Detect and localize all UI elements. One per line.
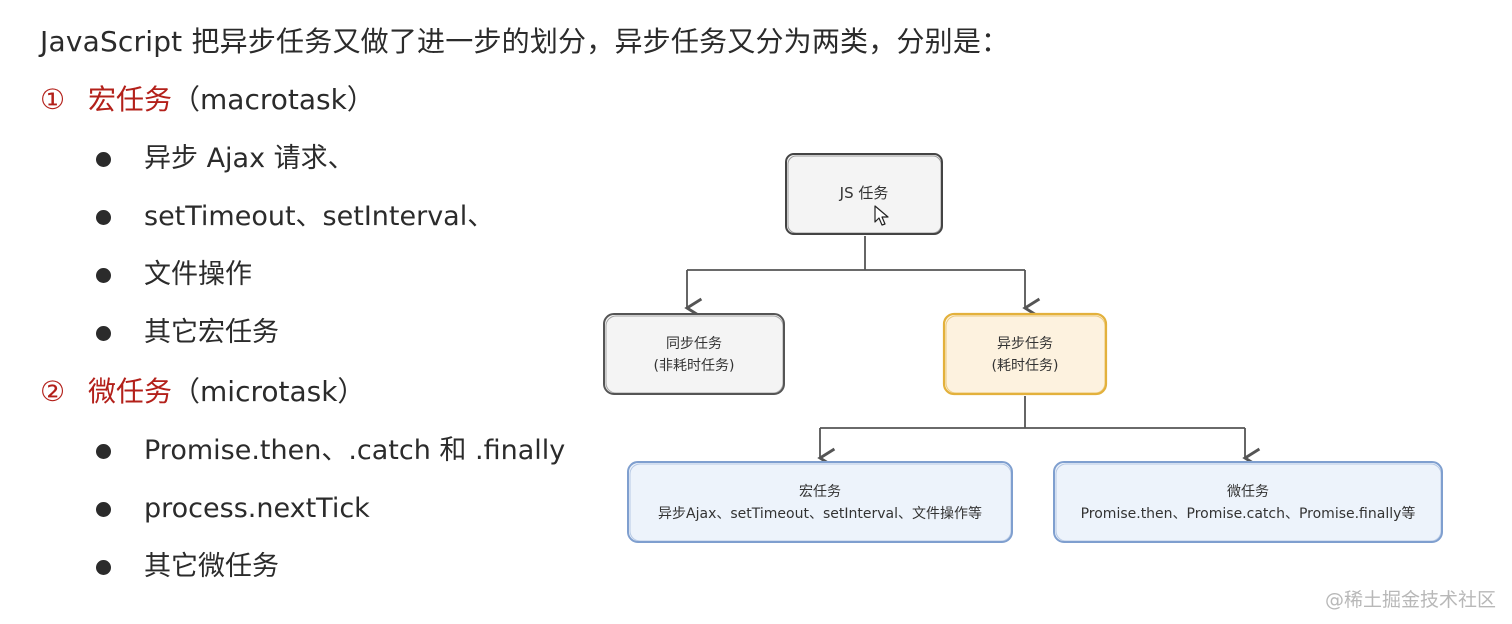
bullet-dot-icon bbox=[96, 560, 111, 575]
sync-label-1: 同步任务 bbox=[666, 336, 722, 352]
macro-item-text: 异步 Ajax 请求、 bbox=[144, 143, 355, 174]
microtask-label-2: Promise.then、Promise.catch、Promise.final… bbox=[1081, 505, 1416, 522]
micro-label: 微任务 bbox=[88, 375, 173, 408]
macro-sub: （macrotask） bbox=[172, 83, 375, 116]
microtask-label-1: 微任务 bbox=[1227, 484, 1269, 500]
macro-heading: ① 宏任务（macrotask） bbox=[40, 80, 375, 120]
micro-sub: （microtask） bbox=[172, 375, 366, 408]
root-connector bbox=[684, 236, 1041, 319]
async-label-2: (耗时任务) bbox=[992, 358, 1059, 374]
macro-item: 异步 Ajax 请求、 bbox=[96, 139, 556, 179]
macro-item: 文件操作 bbox=[96, 255, 556, 295]
macro-label: 宏任务 bbox=[88, 83, 173, 116]
macrotask-label-2: 异步Ajax、setTimeout、setInterval、文件操作等 bbox=[658, 505, 982, 522]
micro-item-text: 其它微任务 bbox=[144, 551, 279, 582]
micro-item-text: Promise.then、.catch 和 .finally bbox=[144, 435, 566, 466]
bullet-dot-icon bbox=[96, 268, 111, 283]
async-label-1: 异步任务 bbox=[997, 336, 1053, 352]
bullet-dot-icon bbox=[96, 326, 111, 341]
async-connector bbox=[817, 396, 1261, 469]
micro-item-text: process.nextTick bbox=[144, 493, 370, 524]
bullet-dot-icon bbox=[96, 210, 111, 225]
root-label: JS 任务 bbox=[839, 184, 889, 202]
sync-label-2: (非耗时任务) bbox=[654, 358, 735, 374]
microtask-node: 微任务 Promise.then、Promise.catch、Promise.f… bbox=[1053, 461, 1443, 543]
micro-item: 其它微任务 bbox=[96, 547, 556, 587]
macro-item: 其它宏任务 bbox=[96, 313, 556, 353]
mouse-cursor-icon bbox=[874, 205, 889, 226]
micro-heading: ② 微任务（microtask） bbox=[40, 372, 365, 412]
bullet-dot-icon bbox=[96, 152, 111, 167]
micro-item: process.nextTick bbox=[96, 489, 556, 529]
macro-item-text: 文件操作 bbox=[144, 259, 252, 290]
macro-item-text: 其它宏任务 bbox=[144, 317, 279, 348]
intro-text: JavaScript 把异步任务又做了进一步的划分，异步任务又分为两类，分别是： bbox=[40, 25, 1010, 58]
bullet-dot-icon bbox=[96, 502, 111, 517]
root-node: JS 任务 bbox=[785, 153, 943, 235]
sync-node: 同步任务 (非耗时任务) bbox=[603, 313, 785, 395]
task-tree-diagram: JS 任务 同步任务 (非耗时任务) 异步任务 (耗时任务) 宏任务 异步Aja… bbox=[603, 153, 1443, 543]
macro-item: setTimeout、setInterval、 bbox=[96, 197, 556, 237]
macrotask-node: 宏任务 异步Ajax、setTimeout、setInterval、文件操作等 bbox=[627, 461, 1013, 543]
async-node: 异步任务 (耗时任务) bbox=[942, 312, 1108, 396]
watermark: @稀土掘金技术社区 bbox=[1324, 589, 1496, 611]
macro-item-text: setTimeout、setInterval、 bbox=[144, 201, 495, 232]
micro-number: ② bbox=[40, 375, 66, 408]
micro-item: Promise.then、.catch 和 .finally bbox=[96, 431, 565, 471]
macro-number: ① bbox=[40, 83, 66, 116]
bullet-dot-icon bbox=[96, 444, 111, 459]
macrotask-label-1: 宏任务 bbox=[799, 484, 841, 500]
